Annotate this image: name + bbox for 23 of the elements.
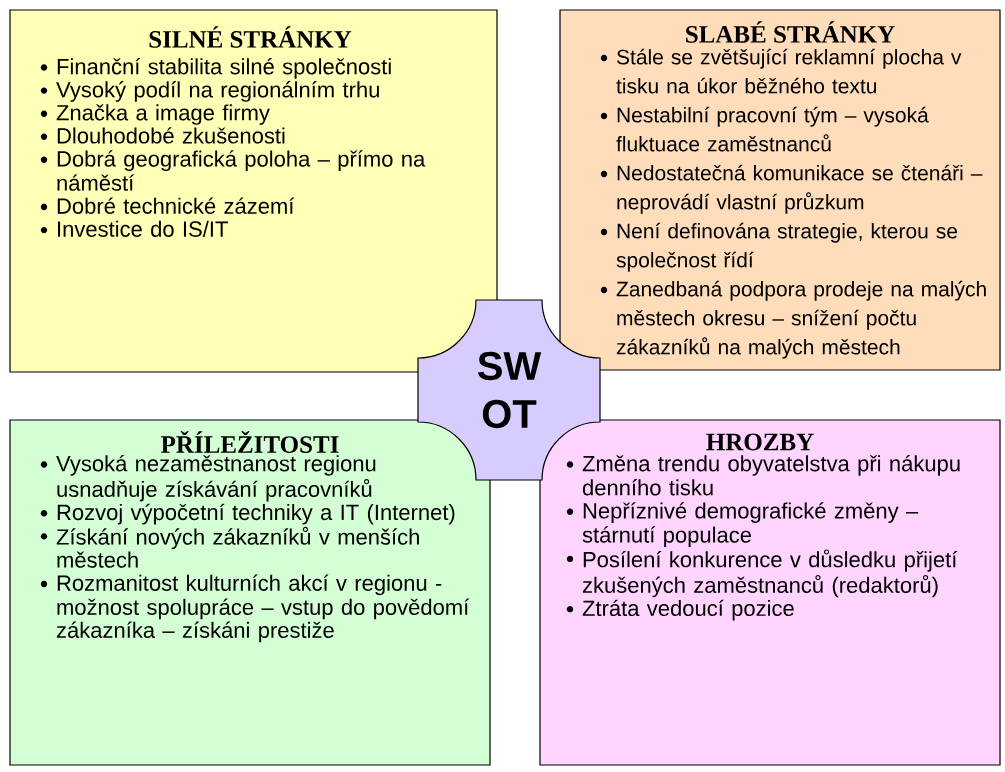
bullet-item: Rozvoj výpočetní techniky a IT (Internet) — [40, 503, 455, 525]
bullet-item: Zanedbaná podpora prodeje na malých městech okresu – snížení počtu zákazníků na malých městech — [600, 280, 986, 359]
bullet-item: Není definována strategie, kterou se společnost řídí — [600, 222, 958, 272]
bullet-item: Značka a image firmy — [40, 104, 270, 125]
bullet-item: Vysoká nezaměstnanost regionu usnadňuje získávání pracovníků — [40, 455, 376, 502]
quadrant-heading: SILNÉ STRÁNKY — [149, 26, 352, 48]
quadrant-heading: PŘÍLEŽITOSTI — [161, 431, 339, 453]
bullet-item: Nedostatečná komunikace se čtenáři – neprovádí vlastní průzkum — [600, 164, 983, 214]
bullet-item: Stále se zvětšující reklamní plocha v tisku na úkor běžného textu — [600, 48, 962, 94]
bullet-item: Získání nových zákazníků v menších městech — [40, 526, 419, 568]
bullet-item: Dlouhodobé zkušenosti — [40, 127, 285, 144]
bullet-item: Vysoký podíl na regionálním trhu — [40, 81, 379, 102]
quadrant-heading: SLABÉ STRÁNKY — [686, 21, 895, 43]
bullet-item: Dobrá geografická poloha – přímo na náměstí — [40, 150, 426, 191]
bullet-item: Dobré technické zázemí — [40, 197, 295, 214]
bullet-item: Nepříznivé demografické změny – stárnutí populace — [566, 502, 919, 548]
bullet-item: Rozmanitost kulturních akcí v regionu - možnost spolupráce – vstup do povědomí zákazníka – získáni prestiže — [40, 574, 470, 643]
bullet-item: Posílení konkurence v důsledku přijetí zkušených zaměstnanců (redaktorů) — [566, 549, 958, 598]
bullet-item: Nestabilní pracovní tým – vysoká fluktuace zaměstnanců — [600, 106, 929, 152]
bullet-item: Investice do IS/IT — [40, 220, 228, 237]
quadrant-heading: HROZBY — [706, 433, 814, 451]
bullet-item: Ztráta vedoucí pozice — [566, 599, 794, 621]
bullet-item: Finanční stabilita silné společnosti — [40, 58, 391, 79]
